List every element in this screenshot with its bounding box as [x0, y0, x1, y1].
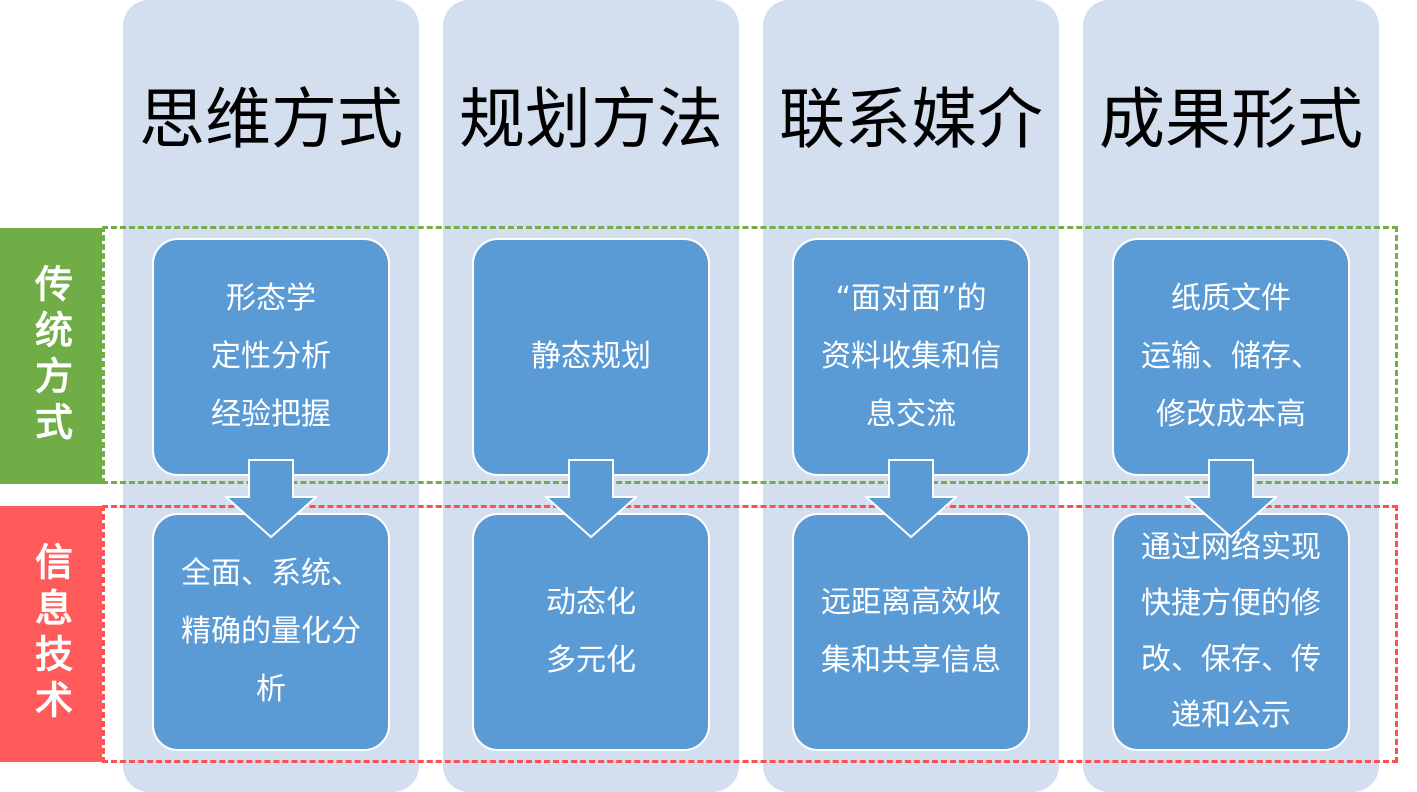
- box-infotech: 动态化 多元化: [472, 513, 710, 751]
- box-line: 集和共享信息: [821, 643, 1001, 678]
- row-label-text: 传统方式: [28, 264, 73, 448]
- box-line: 析: [256, 672, 286, 707]
- row-label-traditional: 传统方式: [0, 228, 102, 484]
- box-line: 精确的量化分: [181, 614, 361, 649]
- down-arrow-icon: [545, 459, 637, 539]
- box-line: 改、保存、传: [1141, 642, 1321, 677]
- column-title: 成果形式: [1099, 81, 1363, 158]
- down-arrow-icon: [1185, 459, 1277, 539]
- row-label-text: 信息技术: [28, 542, 73, 726]
- box-line: 经验把握: [211, 397, 331, 432]
- box-traditional: “面对面”的 资料收集和信 息交流: [792, 238, 1030, 476]
- down-arrow-icon: [865, 459, 957, 539]
- box-line: 多元化: [546, 643, 636, 678]
- box-line: 纸质文件: [1171, 281, 1291, 316]
- box-line: 动态化: [546, 585, 636, 620]
- box-line: 定性分析: [211, 339, 331, 374]
- down-arrow-icon: [225, 459, 317, 539]
- box-line: 快捷方便的修: [1141, 586, 1321, 621]
- box-traditional: 静态规划: [472, 238, 710, 476]
- row-frame-infotech: [102, 505, 1398, 763]
- box-line: 递和公示: [1171, 698, 1291, 733]
- box-line: “面对面”的: [835, 281, 987, 316]
- box-line: 远距离高效收: [821, 585, 1001, 620]
- box-line: 资料收集和信: [821, 339, 1001, 374]
- box-traditional: 形态学 定性分析 经验把握: [152, 238, 390, 476]
- box-infotech: 通过网络实现 快捷方便的修 改、保存、传 递和公示: [1112, 513, 1350, 751]
- box-traditional: 纸质文件 运输、储存、 修改成本高: [1112, 238, 1350, 476]
- box-line: 静态规划: [531, 339, 651, 374]
- box-line: 修改成本高: [1156, 397, 1306, 432]
- column-title: 联系媒介: [779, 81, 1043, 158]
- column-title: 规划方法: [459, 81, 723, 158]
- box-line: 运输、储存、: [1141, 339, 1321, 374]
- column-title: 思维方式: [139, 81, 403, 158]
- box-infotech: 远距离高效收 集和共享信息: [792, 513, 1030, 751]
- box-infotech: 全面、系统、 精确的量化分 析: [152, 513, 390, 751]
- box-line: 全面、系统、: [181, 556, 361, 591]
- row-label-infotech: 信息技术: [0, 506, 102, 762]
- box-line: 形态学: [226, 281, 316, 316]
- box-line: 息交流: [866, 397, 956, 432]
- row-frame-traditional: [102, 226, 1398, 484]
